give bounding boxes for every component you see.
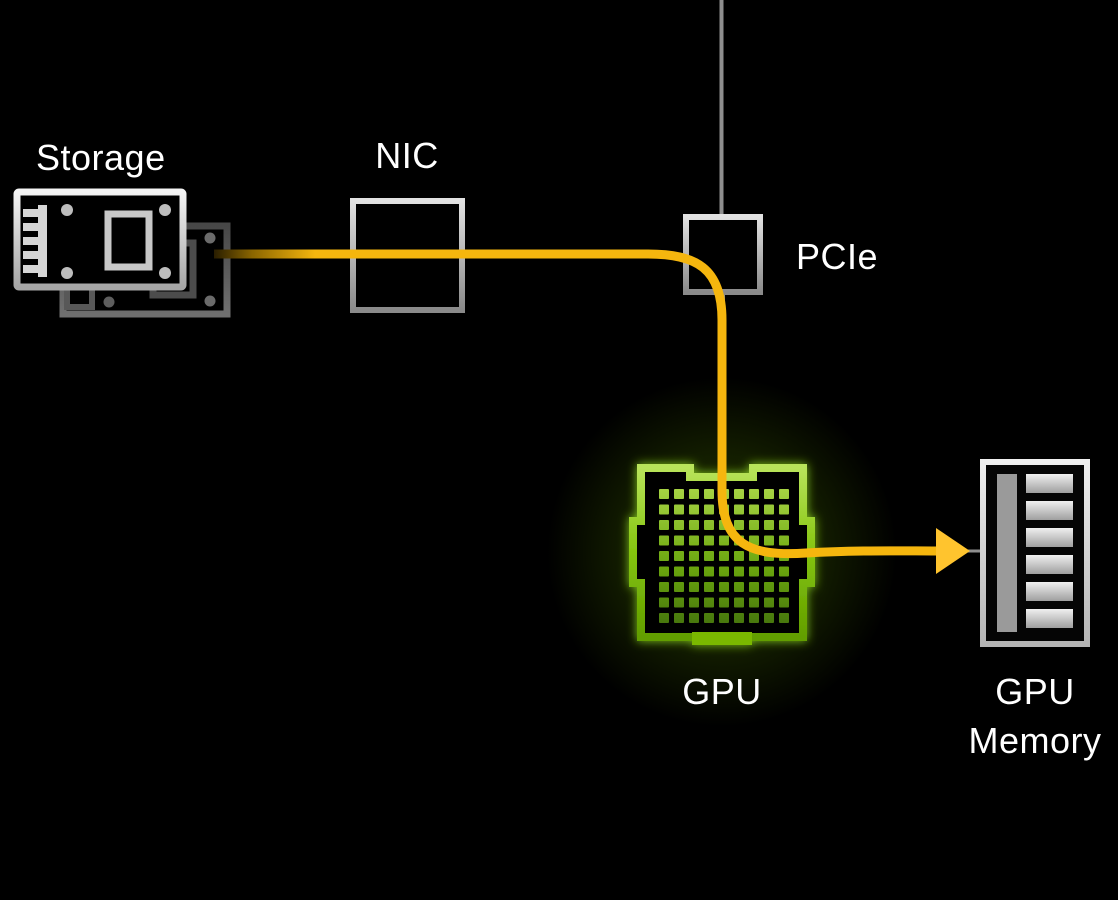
gpu-socket-tab (692, 632, 752, 645)
pcie-label: PCIe (796, 236, 879, 277)
data-path-line (214, 249, 941, 559)
nic-label: NIC (375, 135, 439, 176)
storage-icon (13, 188, 231, 318)
storage-chip (104, 210, 153, 271)
gpu-memory-label: GPU Memory (968, 671, 1102, 761)
gpu-memory-icon (980, 459, 1090, 647)
storage-front-board (13, 188, 187, 291)
storage-connector-pins (23, 205, 47, 277)
pcie-box (683, 214, 763, 295)
storage-label: Storage (36, 137, 166, 178)
memory-slots (1026, 474, 1073, 628)
memory-side-bar (997, 474, 1017, 632)
data-path-arrowhead-icon (936, 528, 970, 574)
gpu-chip-icon (629, 464, 815, 645)
gpu-label: GPU (682, 671, 762, 712)
